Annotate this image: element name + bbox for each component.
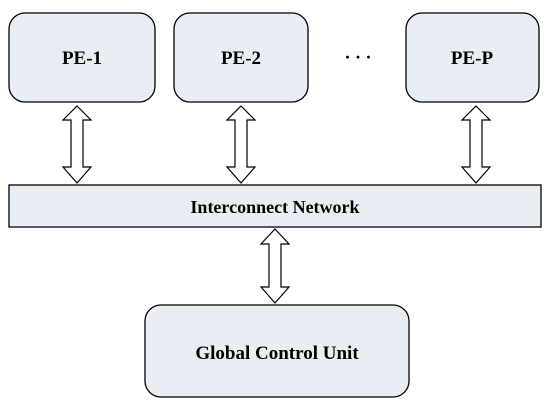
controller-label: Global Control Unit — [195, 343, 359, 364]
arrow-pe2-network — [225, 105, 257, 184]
arrow-pep-network — [460, 105, 492, 184]
arrow-pe1-network — [61, 105, 93, 184]
arrow-network-controller — [259, 228, 291, 304]
pe-p-label: PE-P — [451, 48, 494, 69]
pe-box-p: PE-P — [405, 12, 540, 103]
pe-box-1: PE-1 — [8, 12, 156, 103]
pe-1-label: PE-1 — [62, 48, 102, 69]
pe-2-label: PE-2 — [221, 48, 261, 69]
interconnect-network: Interconnect Network — [8, 184, 542, 228]
pe-box-2: PE-2 — [173, 12, 309, 103]
global-control-unit: Global Control Unit — [144, 304, 410, 398]
ellipsis: · · · — [344, 47, 371, 67]
network-label: Interconnect Network — [190, 197, 359, 217]
